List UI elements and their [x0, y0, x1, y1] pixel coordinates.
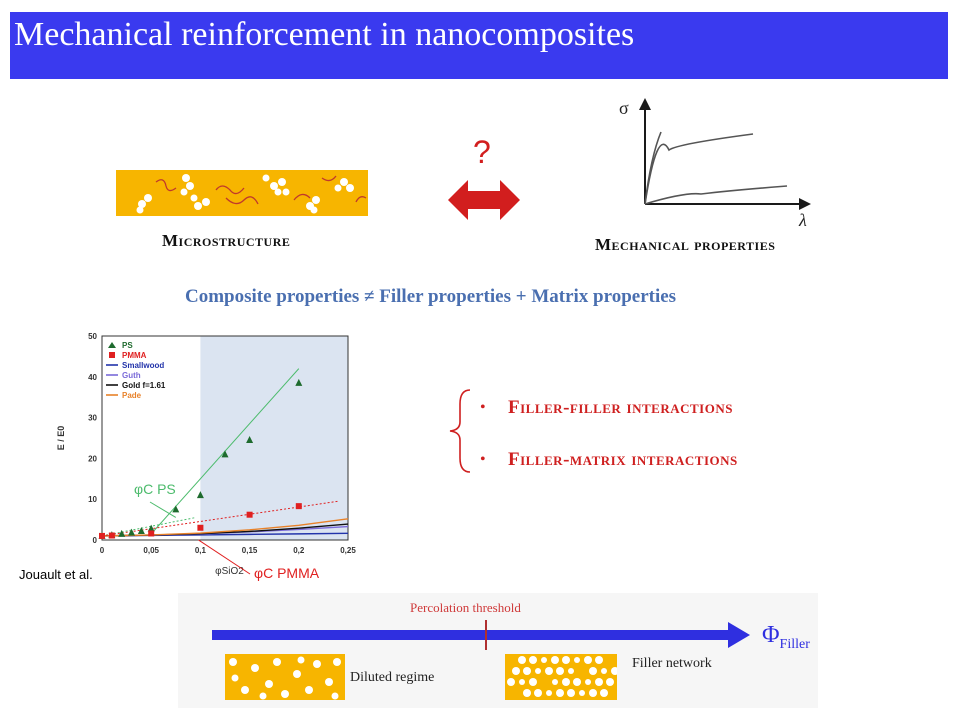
legend-label: PMMA [122, 351, 147, 360]
x-tick-label: 0,05 [143, 546, 159, 555]
data-point-ps [221, 450, 229, 458]
curly-bracket-icon [449, 389, 471, 473]
data-point-ps [137, 527, 145, 535]
annotation-ps-pointer [149, 501, 177, 518]
data-point-ps [246, 436, 254, 444]
legend-label: Guth [122, 371, 141, 380]
bullet-item-filler-matrix: • Filler-matrix interactions [480, 449, 738, 470]
x-tick-label: 0,2 [293, 546, 305, 555]
bullet-dot-icon: • [480, 451, 486, 468]
data-point-pmma [148, 530, 155, 537]
y-tick-label: 40 [88, 373, 97, 382]
series-line-pade [101, 518, 349, 537]
slide-title: Mechanical reinforcement in nanocomposit… [14, 16, 635, 53]
shaded-region [200, 336, 348, 540]
x-tick-label: 0,15 [242, 546, 258, 555]
bullet-list: • Filler-filler interactions • Filler-ma… [480, 396, 738, 472]
percolation-threshold-label: Percolation threshold [410, 600, 521, 615]
filler-fraction-axis [212, 620, 750, 650]
reinforcement-chart: 0 0,05 0,1 0,15 0,2 0,25 0 10 20 30 40 50 E / E0 φSiO… [50, 326, 370, 586]
double-arrow-icon [448, 180, 520, 220]
data-point-ps [172, 505, 180, 513]
data-point-ps [295, 378, 303, 386]
bullet-item-filler-filler: • Filler-filler interactions [480, 397, 733, 418]
mechanical-properties-label: Mechanical properties [595, 235, 776, 254]
x-tick-label: 0 [100, 546, 105, 555]
equation-text: Composite properties ≠ Filler properties… [185, 286, 677, 307]
annotation-phi-c-ps: φC PS [134, 481, 176, 497]
y-tick-label: 10 [88, 495, 97, 504]
data-point-ps [118, 529, 126, 537]
legend-label: Pade [122, 391, 142, 400]
stress-strain-graph: σ λ [619, 98, 811, 230]
annotation-pmma-pointer [198, 539, 251, 575]
legend-label: Smallwood [122, 361, 164, 370]
lambda-symbol: λ [798, 210, 807, 230]
x-tick-label: 0,25 [340, 546, 356, 555]
citation: Jouault et al. [19, 567, 93, 582]
x-tick-label: 0,1 [195, 546, 207, 555]
y-tick-label: 20 [88, 454, 97, 463]
data-point-pmma [197, 524, 204, 531]
legend-label: PS [122, 341, 133, 350]
data-point-ps [196, 491, 204, 499]
y-tick-label: 30 [88, 414, 97, 423]
x-axis-label: φSiO2 [215, 566, 244, 577]
filler-network-label: Filler network [632, 656, 712, 671]
phi-filler-label: ΦFiller [762, 622, 810, 652]
data-point-ps [147, 524, 155, 532]
y-tick-label: 50 [88, 332, 97, 341]
y-axis-label: E / E0 [56, 426, 66, 451]
microstructure-label: Microstructure [162, 231, 291, 250]
microstructure-image [116, 170, 368, 216]
legend-swatch [109, 352, 115, 358]
y-tick-label: 0 [93, 536, 98, 545]
sigma-symbol: σ [619, 98, 629, 118]
question-mark: ? [473, 134, 491, 170]
data-point-ps [128, 528, 136, 536]
data-point-pmma [295, 503, 302, 510]
filler-network-image [505, 654, 617, 700]
bullet-dot-icon: • [480, 399, 486, 416]
data-point-pmma [99, 532, 105, 539]
title-bar [10, 12, 948, 79]
data-point-pmma [108, 532, 115, 539]
diluted-regime-label: Diluted regime [350, 670, 435, 685]
legend-label: Gold f=1.61 [122, 381, 166, 390]
plot-frame [101, 335, 349, 541]
data-point-pmma [246, 511, 253, 518]
annotation-phi-c-pmma: φC PMMA [254, 565, 320, 581]
diluted-regime-image [225, 654, 345, 700]
legend-swatch [108, 342, 116, 348]
